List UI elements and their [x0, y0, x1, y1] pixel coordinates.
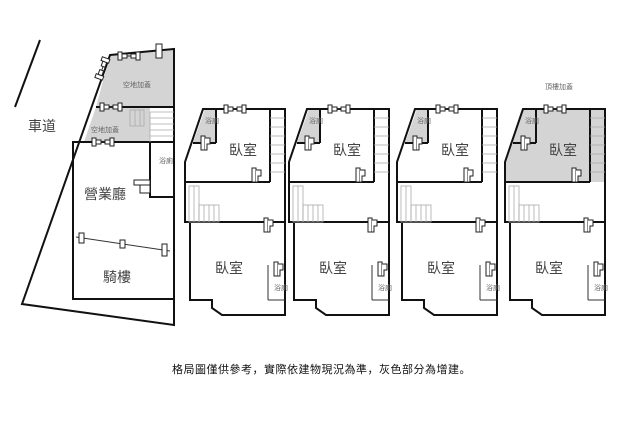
open-space-addition-label: 空地加蓋: [123, 80, 151, 89]
road-edge: [14, 39, 41, 108]
open-space-addition-label: 空地加蓋: [91, 125, 119, 134]
road-label: 車道: [28, 118, 56, 135]
bathroom-label: 浴廁: [205, 116, 219, 125]
bathroom-label: 浴廁: [378, 283, 392, 292]
bedroom-label: 臥室: [427, 260, 455, 277]
bedroom-label: 臥室: [319, 260, 347, 277]
bathroom-label: 浴廁: [274, 283, 288, 292]
bathroom-label: 浴廁: [159, 156, 173, 165]
bedroom-label: 臥室: [549, 142, 577, 159]
arcade-label: 騎樓: [103, 270, 131, 286]
open-space-addition-middle: [84, 107, 150, 142]
bedroom-label: 臥室: [215, 260, 243, 277]
bathroom-label: 浴廁: [525, 116, 539, 125]
lot-outline: [20, 47, 175, 327]
floor-4-plan: 浴廁 臥室 臥室 浴廁: [397, 105, 500, 315]
bathroom-label: 浴廁: [309, 116, 323, 125]
ground-floor-plan: 車道 空地加蓋 空地加蓋 浴廁 營業廳 騎樓: [14, 39, 175, 327]
business-hall-label: 營業廳: [84, 186, 126, 203]
disclaimer-caption: 格局圖僅供參考，實際依建物現況為準，灰色部分為增建。: [172, 363, 471, 376]
bedroom-label: 臥室: [333, 142, 361, 159]
floor-3-plan: 浴廁 臥室 臥室 浴廁: [289, 105, 392, 315]
open-space-addition-top: [96, 49, 174, 107]
bedroom-label: 臥室: [441, 142, 469, 159]
bathroom-label: 浴廁: [594, 283, 608, 292]
rooftop-floor-plan: 頂樓加蓋 浴廁 臥室 臥室 浴廁: [505, 82, 608, 315]
floor-2-plan: 浴廁 臥室 臥室 浴廁: [185, 105, 288, 315]
bathroom-label: 浴廁: [486, 283, 500, 292]
bedroom-label: 臥室: [535, 260, 563, 277]
bathroom-label: 浴廁: [417, 116, 431, 125]
bedroom-label: 臥室: [229, 142, 257, 159]
rooftop-addition-label: 頂樓加蓋: [545, 82, 573, 91]
